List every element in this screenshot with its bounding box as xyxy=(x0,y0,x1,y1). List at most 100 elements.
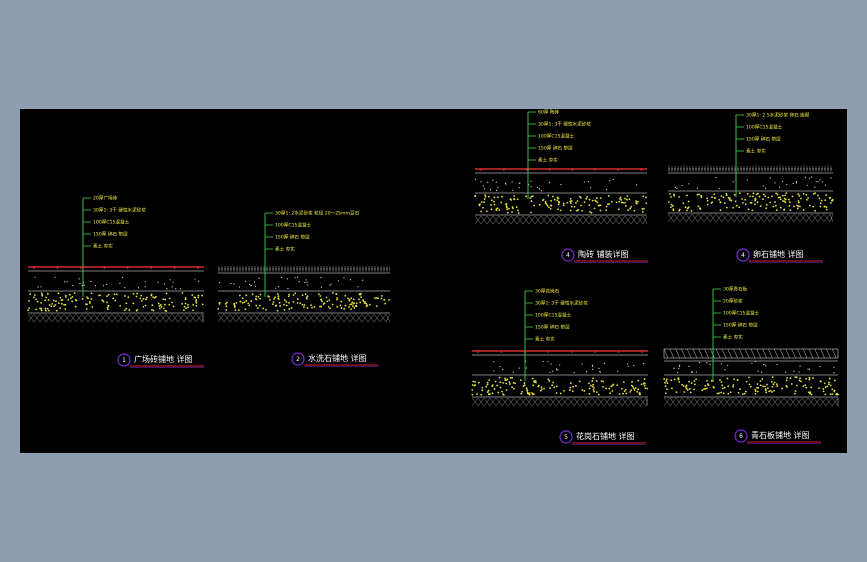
gravel-dot xyxy=(157,302,160,305)
gravel-dot xyxy=(687,200,690,203)
gravel-dot xyxy=(87,297,90,300)
soil-hatch xyxy=(105,313,113,323)
gravel-dot xyxy=(539,389,542,392)
gravel-dot xyxy=(550,204,553,207)
soil-hatch xyxy=(486,215,494,225)
gravel-dot xyxy=(477,381,480,384)
gravel-dot xyxy=(684,206,687,209)
gravel-dot xyxy=(375,305,378,308)
concrete-speck xyxy=(34,276,36,278)
gravel-dot xyxy=(664,385,667,388)
gravel-dot xyxy=(144,298,147,301)
gravel-dot xyxy=(818,197,821,200)
gravel-dot xyxy=(374,297,376,300)
gravel-dot xyxy=(794,392,796,395)
gravel-dot xyxy=(751,209,754,212)
gravel-dot xyxy=(553,386,556,389)
gravel-dot xyxy=(537,385,540,388)
soil-hatch xyxy=(633,397,641,407)
concrete-speck xyxy=(157,281,159,283)
gravel-dot xyxy=(531,392,533,394)
gravel-dot xyxy=(548,380,551,382)
soil-hatch xyxy=(507,397,515,407)
soil-hatch xyxy=(513,397,521,407)
soil-hatch xyxy=(259,313,267,323)
gravel-dot xyxy=(571,390,574,393)
gravel-dot xyxy=(541,199,544,202)
gravel-dot xyxy=(187,306,189,309)
concrete-speck xyxy=(493,370,495,372)
gravel-dot xyxy=(630,384,633,387)
gravel-dot xyxy=(819,205,822,208)
soil-hatch xyxy=(573,397,581,407)
gravel-dot xyxy=(771,385,774,388)
gravel-dot xyxy=(40,309,43,312)
soil-hatch xyxy=(621,397,629,407)
concrete-speck xyxy=(776,363,778,366)
gravel-dot xyxy=(488,379,491,382)
gravel-dot xyxy=(533,380,536,383)
gravel-dot xyxy=(183,305,186,308)
gravel-dot xyxy=(751,195,754,198)
gravel-dot xyxy=(785,379,788,382)
gravel-dot xyxy=(88,302,91,304)
concrete-speck xyxy=(337,280,339,282)
concrete-speck xyxy=(550,363,552,365)
gravel-dot xyxy=(313,306,316,308)
gravel-dot xyxy=(742,393,744,396)
concrete-speck xyxy=(277,286,279,288)
soil-hatch xyxy=(498,215,506,225)
gravel-dot xyxy=(675,391,678,393)
gravel-dot xyxy=(718,198,721,201)
gravel-dot xyxy=(781,387,783,390)
gravel-dot xyxy=(798,195,801,197)
gravel-dot xyxy=(533,204,536,207)
gravel-dot xyxy=(678,209,681,212)
gravel-dot xyxy=(471,393,474,396)
gravel-dot xyxy=(595,197,598,200)
gravel-dot xyxy=(274,296,276,299)
soil-hatch xyxy=(615,397,623,407)
concrete-speck xyxy=(502,368,504,371)
gravel-dot xyxy=(497,391,500,394)
gravel-dot xyxy=(534,380,537,382)
gravel-dot xyxy=(245,294,248,297)
gravel-dot xyxy=(192,309,195,312)
concrete-speck xyxy=(296,276,299,278)
gravel-dot xyxy=(269,298,271,301)
soil-hatch xyxy=(543,397,551,407)
gravel-dot xyxy=(697,205,700,208)
gravel-dot xyxy=(474,384,476,386)
gravel-dot xyxy=(590,211,593,214)
stone-hatch xyxy=(663,348,669,359)
concrete-speck xyxy=(480,181,482,183)
gravel-dot xyxy=(64,308,67,310)
gravel-dot xyxy=(326,300,329,303)
gravel-dot xyxy=(633,389,636,391)
gravel-dot xyxy=(63,303,66,306)
soil-hatch xyxy=(253,313,261,323)
soil-hatch xyxy=(825,397,833,407)
gravel-dot xyxy=(706,387,708,390)
gravel-dot xyxy=(769,389,772,392)
gravel-dot xyxy=(579,204,582,207)
concrete-speck xyxy=(495,189,498,191)
gravel-dot xyxy=(471,389,474,391)
gravel-dot xyxy=(60,299,63,302)
gravel-dot xyxy=(642,207,645,210)
gravel-dot xyxy=(807,197,810,199)
gravel-dot xyxy=(510,199,513,201)
gravel-dot xyxy=(569,389,571,391)
gravel-dot xyxy=(688,380,690,383)
gravel-dot xyxy=(602,386,605,388)
gravel-dot xyxy=(274,305,277,307)
soil-hatch xyxy=(540,215,548,225)
gravel-dot xyxy=(569,209,572,212)
gravel-dot xyxy=(529,197,532,199)
gravel-dot xyxy=(512,381,515,384)
gravel-dot xyxy=(271,303,274,306)
gravel-dot xyxy=(629,207,631,210)
concrete-speck xyxy=(287,287,289,290)
gravel-dot xyxy=(40,301,43,304)
